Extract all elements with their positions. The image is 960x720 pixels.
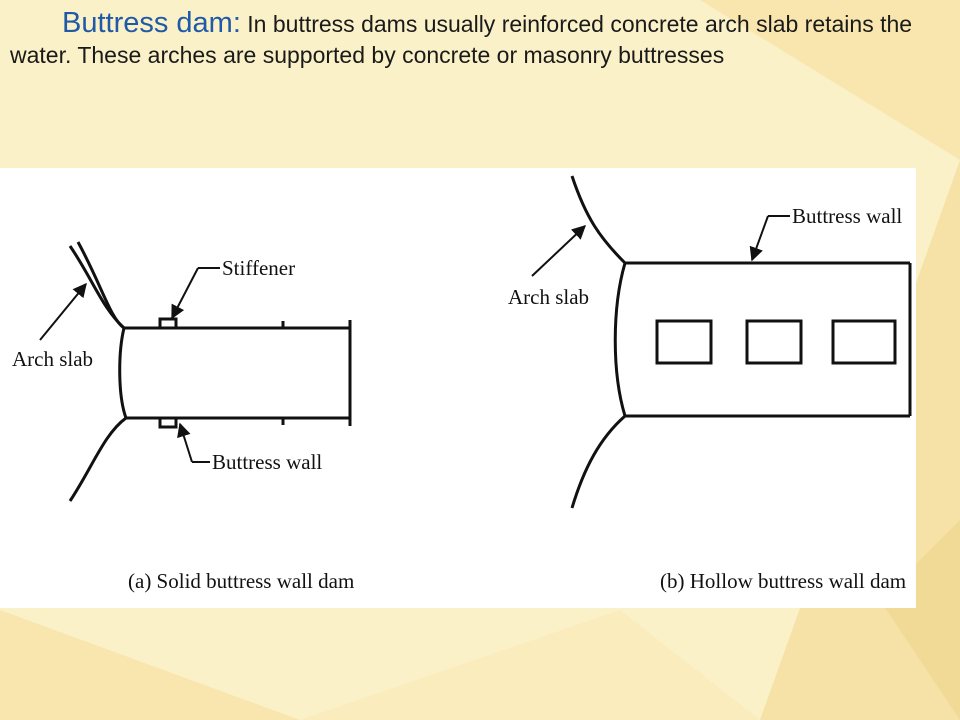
arrow-buttress-left <box>177 422 193 463</box>
arch-slab-upper-right <box>570 175 910 265</box>
arch-slab-upper <box>68 245 350 330</box>
caption-solid: (a) Solid buttress wall dam <box>128 569 354 593</box>
arrow-stiffener <box>171 267 199 320</box>
arch-slab-lower <box>68 416 350 502</box>
hollow-cell-2 <box>745 319 803 365</box>
figure-svg: Stiffener Arch slab Buttress wall (a) So… <box>12 175 912 593</box>
stiffener-top <box>158 317 178 330</box>
buttress-dam-figure: Stiffener Arch slab Buttress wall (a) So… <box>0 168 916 608</box>
arch-slab-inner <box>76 241 125 330</box>
slide-text: Buttress dam: In buttress dams usually r… <box>10 8 950 71</box>
hollow-cell-3 <box>831 319 897 365</box>
label-arch-slab-left: Arch slab <box>12 347 93 371</box>
solid-buttress-diagram <box>68 241 352 502</box>
caption-hollow: (b) Hollow buttress wall dam <box>660 569 906 593</box>
label-arch-slab-right: Arch slab <box>508 285 589 309</box>
arch-slab-lower-right <box>570 414 910 509</box>
label-buttress-wall-right: Buttress wall <box>792 204 902 228</box>
label-buttress-wall-left: Buttress wall <box>212 450 322 474</box>
arrow-arch-slab-left <box>39 282 87 341</box>
arrow-arch-slab-right <box>531 225 587 277</box>
arrow-buttress-right <box>749 215 769 262</box>
stiffener-bottom <box>158 416 178 429</box>
hollow-buttress-diagram <box>570 175 912 509</box>
label-stiffener: Stiffener <box>222 256 295 280</box>
heading-lead: Buttress dam: <box>62 7 241 39</box>
heading-body: In buttress dams usually reinforced conc… <box>10 11 913 68</box>
hollow-cell-1 <box>655 319 713 365</box>
